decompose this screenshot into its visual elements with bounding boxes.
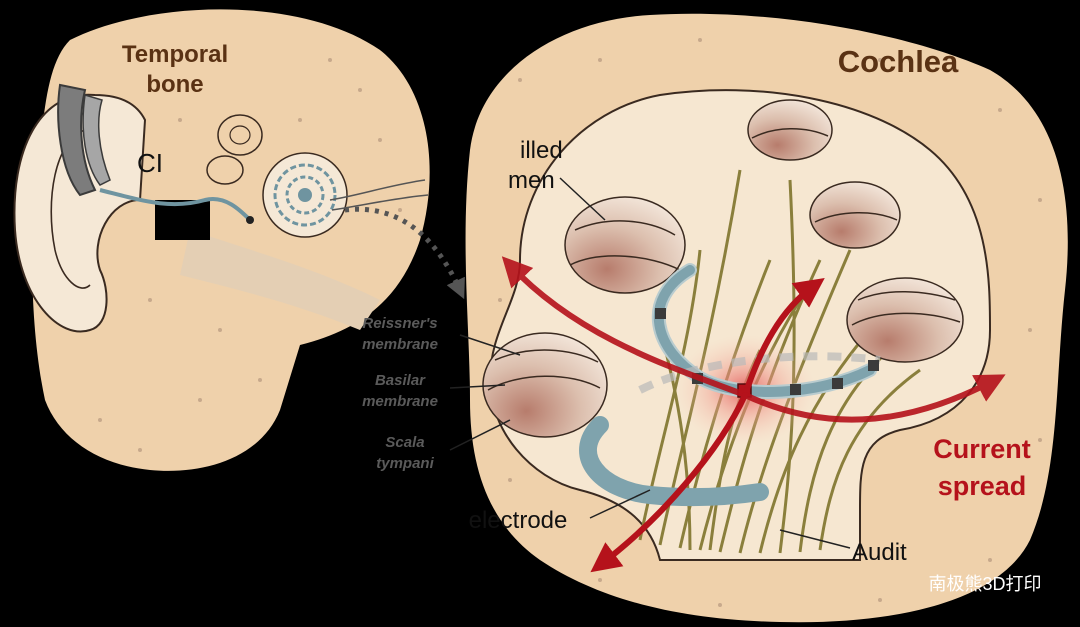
basilar-label: Basilar	[375, 372, 426, 389]
current-spread-label: Current	[933, 434, 1031, 464]
electrode-label: electrode	[469, 507, 568, 534]
temporal-bone-title: Temporal	[122, 41, 228, 68]
watermark: 南极熊3D打印	[928, 574, 1041, 594]
current-spread-label-2: spread	[938, 471, 1027, 501]
bone-texture	[98, 58, 402, 452]
ci-processor	[57, 83, 97, 197]
jaw-band	[180, 230, 380, 330]
right-panel: Cochlea illed men Reissner's membrane Ba…	[362, 13, 1068, 623]
auditory-label: Audit	[852, 539, 907, 566]
ci-label: CI	[137, 148, 163, 178]
cut-label-line2: men	[508, 167, 555, 194]
ci-lead	[99, 188, 252, 222]
current-spread-arrows	[501, 256, 1006, 573]
inner-ear	[206, 114, 348, 238]
reissner-label: Reissner's	[362, 315, 437, 332]
left-panel: Temporal bone CI	[13, 9, 465, 471]
reissner-label-2: membrane	[362, 336, 438, 353]
ear-canal	[155, 200, 210, 240]
cochlea-title: Cochlea	[838, 44, 959, 79]
temporal-bone-title-2: bone	[146, 71, 203, 98]
cut-label-line1: illed	[520, 137, 563, 164]
basilar-label-2: membrane	[362, 393, 438, 410]
cochlear-turns	[482, 99, 964, 438]
scala-label-2: tympani	[376, 455, 434, 472]
leader-lines	[449, 177, 851, 549]
scala-label: Scala	[385, 434, 424, 451]
